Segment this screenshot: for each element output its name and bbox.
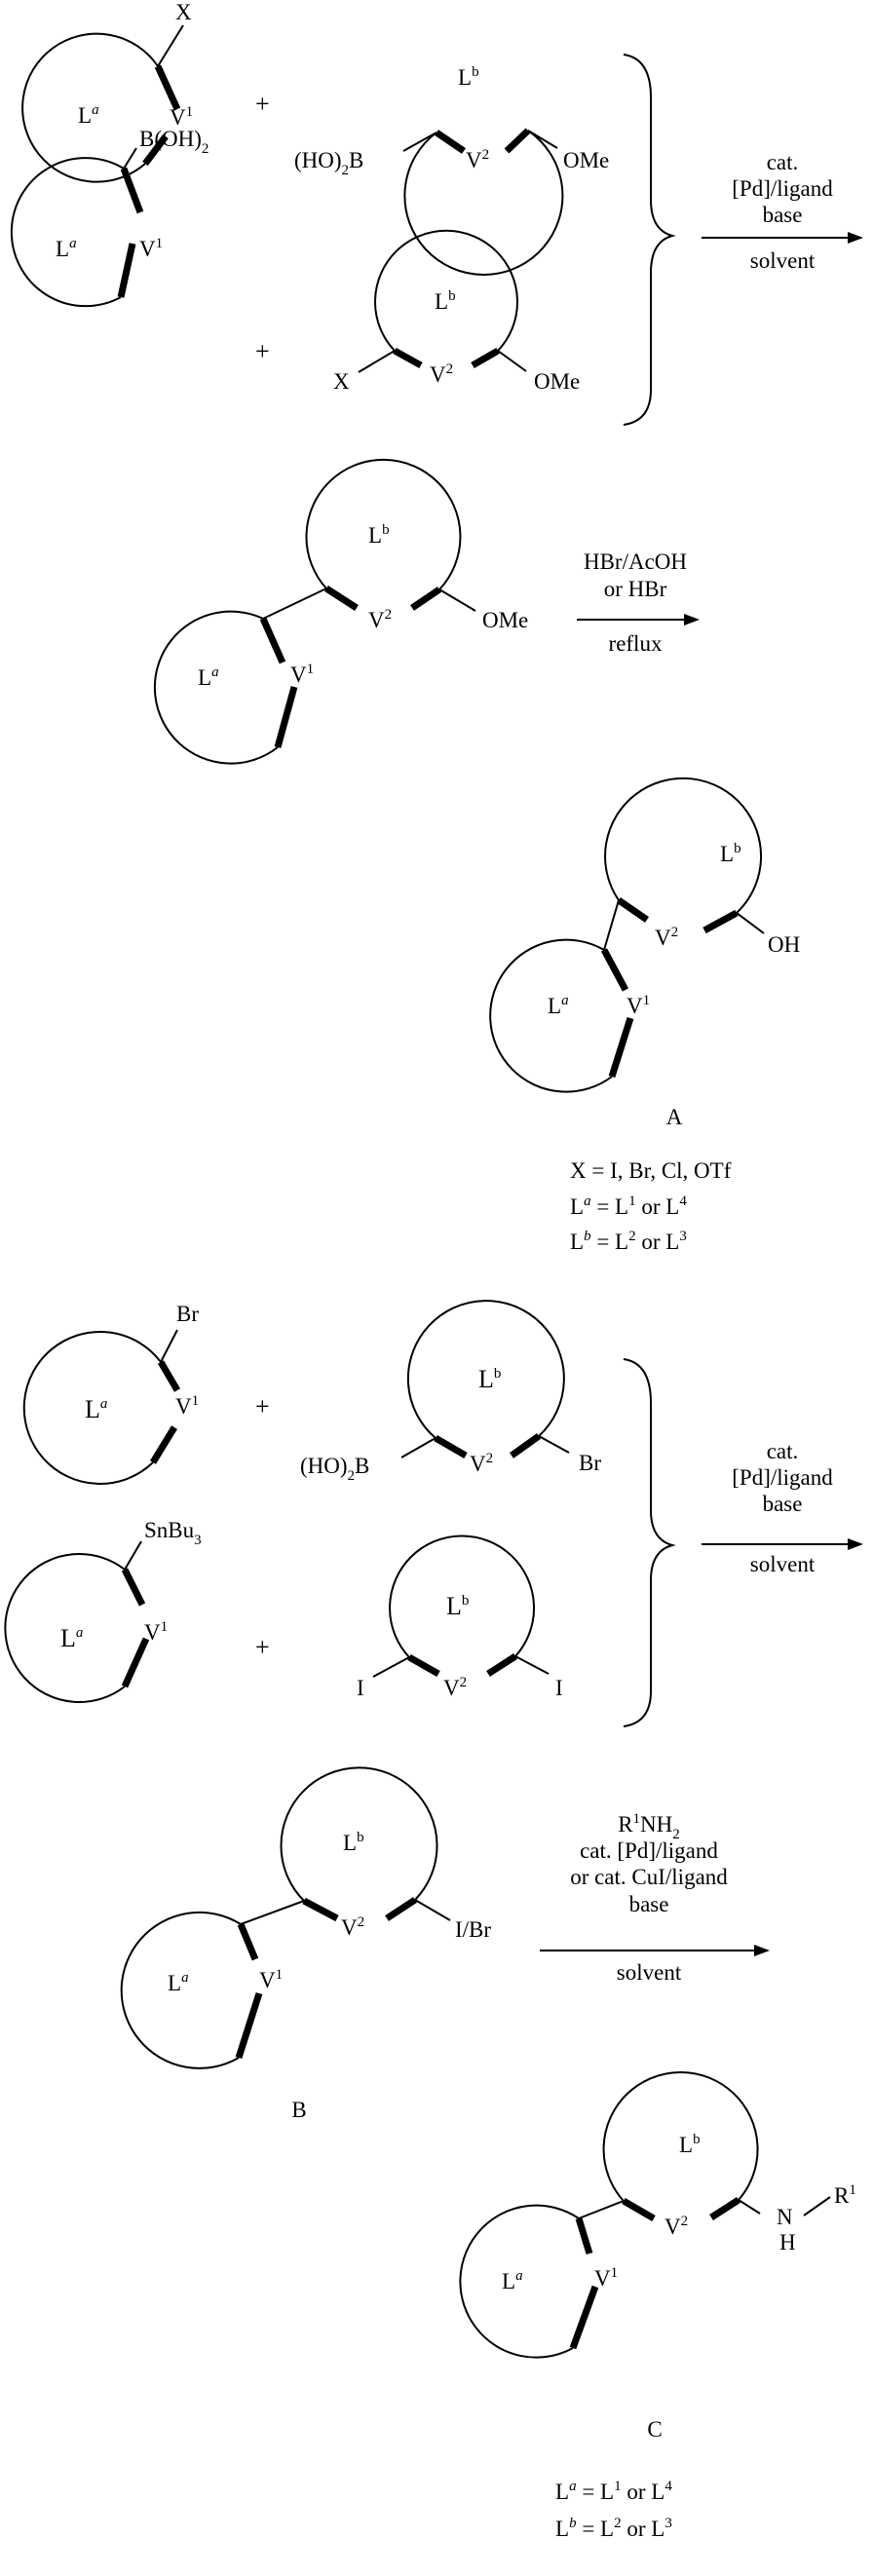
ring-lb-label: Lb [720, 841, 741, 866]
condition-line: cat. [767, 150, 799, 174]
ring-la-label: La [85, 1395, 107, 1423]
v1-label: V1 [139, 236, 163, 261]
ring-lb-label: Lb [458, 64, 479, 90]
condition-line: cat. [767, 1439, 799, 1463]
v1-label: V1 [144, 1619, 168, 1645]
ring-lb-label: Lb [343, 1830, 364, 1855]
v1-label: V1 [626, 993, 650, 1018]
condition-line: solvent [750, 248, 816, 273]
ring-la-label: La [60, 1624, 83, 1652]
plus-sign: + [255, 1392, 270, 1421]
methoxy-group: OMe [482, 608, 528, 632]
plus-sign: + [255, 1633, 270, 1661]
definitions-c: La = L1 or L4 Lb = L2 or L3 [555, 2479, 672, 2541]
reactant-bromo-boronic-acid: Lb V2 (HO)2B Br [300, 1301, 601, 1484]
condition-line: [Pd]/ligand [732, 1465, 833, 1490]
bromo-substituent: Br [579, 1451, 601, 1475]
methoxy-group: OMe [563, 148, 609, 172]
iodo-substituent: I [555, 1676, 563, 1700]
ring-lb-label: Lb [435, 288, 456, 314]
ring-la-label: La [548, 993, 569, 1018]
methoxy-group: OMe [534, 369, 580, 394]
condition-line: reflux [609, 631, 663, 656]
x-definition: X = I, Br, Cl, OTf [570, 1158, 732, 1183]
ring-la-label: La [502, 2268, 523, 2293]
lb-definition: Lb = L2 or L3 [555, 2516, 672, 2541]
v1-label: V1 [175, 1393, 199, 1419]
tributylstannyl-substituent: SnBu3 [144, 1518, 202, 1548]
ring-lb-label: Lb [446, 1592, 469, 1620]
reactant-boronic-acid-1: Lb V2 (HO)2B OMe [294, 64, 609, 275]
condition-line: cat. [Pd]/ligand [580, 1838, 718, 1863]
iodo-substituent: I [357, 1676, 364, 1700]
condition-line: base [763, 203, 803, 227]
reactant-aryl-stannane: SnBu3 La V1 [5, 1518, 201, 1702]
condition-line: or cat. CuI/ligand [570, 1865, 728, 1889]
plus-sign: + [255, 90, 270, 118]
la-definition: La = L1 or L4 [555, 2479, 672, 2504]
ring-lb-label: Lb [679, 2132, 701, 2157]
condition-line: base [629, 1892, 669, 1916]
amination-arrow: R1NH2 cat. [Pd]/ligand or cat. CuI/ligan… [540, 1811, 770, 1985]
la-definition: La = L1 or L4 [570, 1193, 687, 1219]
condition-line: base [763, 1492, 803, 1516]
condition-line: or HBr [604, 577, 667, 601]
ring-la-label: La [198, 664, 219, 690]
v1-label: V1 [594, 2265, 618, 2291]
ring-lb-label: Lb [368, 522, 390, 548]
x-substituent: X [333, 369, 350, 394]
halide-substituent: I/Br [455, 1917, 491, 1942]
compound-a-label: A [666, 1105, 683, 1129]
ring-la-label: La [78, 102, 99, 128]
hydroxyl-group: OH [768, 932, 800, 957]
reactants-brace [624, 1359, 672, 1726]
condition-line: HBr/AcOH [584, 549, 687, 574]
v2-label: V2 [430, 361, 453, 387]
ring-lb-label: Lb [478, 1365, 501, 1393]
x-substituent: X [175, 0, 192, 24]
reactants-brace [624, 55, 672, 425]
v2-label: V2 [655, 925, 678, 950]
methoxy-biaryl-intermediate: Lb V2 OMe La V1 [155, 460, 528, 764]
nitrogen-atom: N [777, 2205, 793, 2229]
suzuki-stille-coupling-arrow: cat. [Pd]/ligand base solvent [702, 1439, 863, 1576]
product-a-structure: Lb V2 OH La V1 [490, 778, 800, 1092]
condition-line: solvent [750, 1552, 816, 1576]
v2-label: V2 [443, 1675, 467, 1700]
v2-label: V2 [664, 2214, 688, 2239]
reactant-aryl-boronic-acid-2: B(OH)2 La V1 [12, 127, 209, 306]
product-b-structure: Lb V2 I/Br La V1 [122, 1767, 492, 2068]
boronic-acid-group: (HO)2B [294, 148, 363, 178]
v1-label: V1 [290, 662, 314, 687]
compound-c-label: C [647, 2417, 662, 2442]
condition-line: solvent [617, 1960, 682, 1985]
suzuki-coupling-arrow: cat. [Pd]/ligand base solvent [702, 150, 863, 273]
demethylation-arrow: HBr/AcOH or HBr reflux [577, 549, 700, 656]
reactant-aryl-bromide: Br La V1 [24, 1302, 200, 1484]
v2-label: V2 [341, 1914, 364, 1940]
product-c-structure: Lb V2 N H R1 La V1 [460, 2072, 855, 2358]
reactant-aryl-halide-1: X La V1 [22, 0, 193, 182]
r1-substituent: R1 [834, 2182, 856, 2208]
lb-definition: Lb = L2 or L3 [570, 1229, 687, 1254]
ring-la-label: La [168, 1970, 189, 1995]
v1-label: V1 [259, 1967, 283, 1992]
hydrogen-atom: H [779, 2230, 796, 2254]
plus-sign: + [255, 337, 270, 365]
boronic-acid-group: (HO)2B [300, 1454, 369, 1484]
condition-line: [Pd]/ligand [732, 176, 833, 201]
ring-la-label: La [56, 236, 77, 261]
bromo-substituent: Br [176, 1302, 199, 1326]
compound-b-label: B [291, 2098, 306, 2122]
v2-label: V2 [466, 147, 489, 172]
v2-label: V2 [368, 607, 392, 632]
definitions-a: X = I, Br, Cl, OTf La = L1 or L4 Lb = L2… [570, 1158, 732, 1254]
reactant-diiodo-arene: Lb V2 I I [357, 1535, 563, 1700]
v2-label: V2 [470, 1451, 493, 1476]
reactant-aryl-halide-2: Lb V2 X OMe [333, 231, 580, 394]
